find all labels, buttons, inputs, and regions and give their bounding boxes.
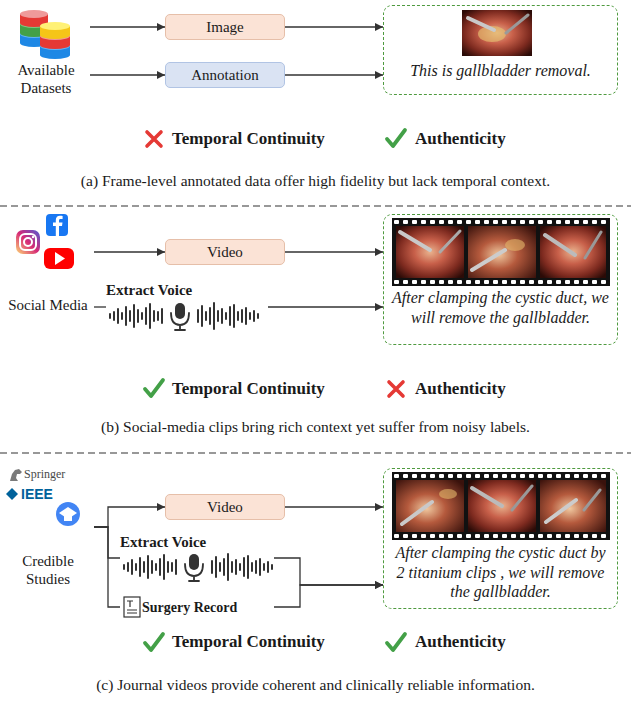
data-source: Social Media: [2, 214, 94, 314]
connector-line: [90, 74, 165, 75]
output-panel: This is gallbladder removal.: [383, 5, 618, 95]
record-item: Surgery Record: [120, 593, 274, 621]
flow-connector: [285, 503, 383, 511]
connector-line: [285, 74, 383, 75]
panel-separator: [0, 206, 631, 453]
connector-line: [94, 306, 106, 307]
flow-connector: [90, 71, 165, 79]
data-source: Credible Studies: [2, 466, 94, 588]
connector-line: [268, 306, 383, 307]
panel-caption: (a) Frame-level annotated data offer hig…: [0, 172, 631, 190]
output-panel: After clamping the cystic duct, we will …: [383, 214, 618, 345]
connector-line: [94, 527, 120, 607]
flow-connector: [94, 527, 120, 607]
modality-box: Video: [165, 239, 285, 265]
check-mark: [145, 130, 405, 650]
node-text: Extract Voice: [120, 533, 206, 551]
criterion-label: Authenticity: [415, 379, 506, 399]
criterion-label: Temporal Continuity: [172, 379, 325, 399]
voice-waveform: [110, 303, 258, 330]
voice-extract: Extract Voice: [106, 281, 268, 333]
node-text: Video: [207, 498, 243, 516]
arrow-head: [375, 581, 383, 589]
flow-connector: [94, 503, 165, 527]
connector-line: [94, 527, 120, 558]
logo-text: IEEE: [21, 486, 53, 502]
arrow-head: [157, 248, 165, 256]
arrow-head: [375, 303, 383, 311]
flow-connector: [90, 23, 165, 31]
node-text: Annotation: [191, 66, 259, 84]
node-text: Surgery Record: [142, 599, 237, 616]
node-text: This is gallbladder removal.: [392, 61, 609, 81]
connector-line: [274, 558, 383, 585]
video-film-strip: [392, 218, 610, 286]
node-text: Image: [206, 18, 243, 36]
flow-connector: [94, 527, 120, 558]
connector-line: [274, 585, 383, 607]
flow-connector: [285, 248, 383, 256]
modality-box: Image: [165, 14, 285, 40]
voice-extract: Extract Voice: [120, 533, 274, 583]
database-icon: [20, 10, 70, 59]
flow-connector: [268, 303, 383, 311]
record-icon: [124, 597, 140, 617]
logo-text: Springer: [24, 467, 65, 481]
criterion-label: Temporal Continuity: [172, 129, 325, 149]
flow-connector: [94, 248, 165, 256]
modality-box: Annotation: [165, 62, 285, 88]
connector-line: [285, 26, 383, 27]
node-text: Available Datasets: [2, 61, 90, 97]
connector-line: [90, 26, 165, 27]
arrow-head: [157, 23, 165, 31]
connector-line: [94, 251, 165, 252]
cross-mark: [147, 132, 403, 396]
flow-connector: [274, 581, 383, 607]
arrow-head: [157, 503, 165, 511]
connector-line: [94, 507, 165, 527]
criterion-label: Authenticity: [415, 632, 506, 652]
social-icons: [16, 214, 74, 269]
node-text: Social Media: [8, 296, 88, 314]
node-text: After clamping the cystic duct by 2 tita…: [392, 543, 609, 602]
modality-box: Video: [165, 494, 285, 520]
arrow-head: [375, 503, 383, 511]
criterion-label: Authenticity: [415, 129, 506, 149]
node-text: After clamping the cystic duct, we will …: [392, 288, 609, 327]
connector-line: [285, 506, 383, 507]
arrow-head: [157, 71, 165, 79]
node-text: Extract Voice: [106, 281, 192, 299]
arrow-head: [375, 23, 383, 31]
output-panel: After clamping the cystic duct by 2 tita…: [383, 468, 618, 609]
arrow-head: [375, 248, 383, 256]
node-text: Video: [207, 243, 243, 261]
flow-connector: [94, 307, 106, 308]
dataset-source: Available Datasets: [2, 5, 90, 97]
arrow-head: [375, 71, 383, 79]
video-film-strip: [392, 472, 610, 540]
node-text: Credible Studies: [2, 552, 94, 588]
panel-caption: (b) Social-media clips bring rich contex…: [0, 418, 631, 436]
flow-connector: [285, 23, 383, 31]
arrow-head: [375, 581, 383, 589]
surgery-frame: [462, 10, 532, 56]
voice-waveform: [124, 554, 272, 581]
criterion-label: Temporal Continuity: [172, 632, 325, 652]
connector-line: [285, 251, 383, 252]
flow-connector: [285, 71, 383, 79]
panel-caption: (c) Journal videos provide coherent and …: [0, 676, 631, 694]
